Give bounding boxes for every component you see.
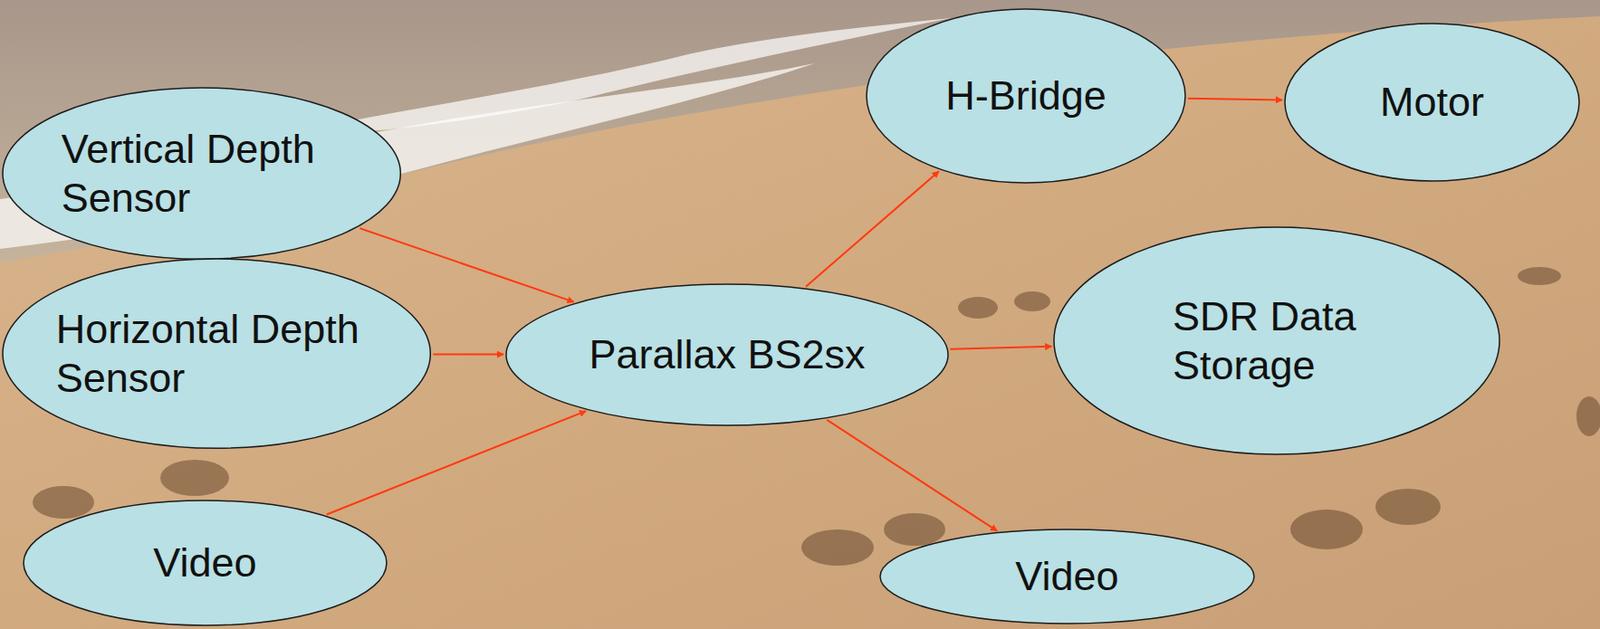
arrow-connector (805, 171, 939, 287)
ellipse-node: Motor (1283, 22, 1581, 183)
ellipse-outline (1, 86, 402, 260)
ellipse-shape (1284, 23, 1580, 182)
arrow-connector (432, 353, 504, 355)
node-label: Parallax BS2sx (588, 330, 865, 380)
text-holder: Video (1015, 552, 1119, 602)
ellipse-node: Horizontal Depth Sensor (1, 258, 432, 450)
text-holder: Horizontal Depth Sensor (56, 305, 378, 403)
ellipse-outline (1, 258, 432, 450)
node-label: Video (153, 538, 257, 588)
text-holder: Motor (1379, 77, 1485, 127)
node-label: Motor (1379, 77, 1485, 127)
node-label: Vertical Depth Sensor (61, 124, 343, 223)
arrow-connector (826, 420, 997, 532)
ellipse-shape (23, 500, 387, 626)
ellipse-node: H-Bridge (865, 8, 1187, 184)
node-label: Horizontal Depth Sensor (56, 305, 378, 403)
text-holder: SDR Data Storage (1172, 292, 1381, 391)
node-label: Video (1015, 552, 1119, 602)
ellipse-outline (1053, 226, 1501, 456)
ellipse-shape (2, 87, 401, 259)
text-holder: Parallax BS2sx (588, 330, 865, 380)
node-label: SDR Data Storage (1172, 292, 1381, 391)
text-holder: H-Bridge (945, 71, 1107, 121)
arrow-connector (326, 411, 586, 515)
arrow-connector (1188, 98, 1283, 101)
node-label: H-Bridge (945, 71, 1107, 121)
ellipse-shape (506, 284, 949, 426)
ellipse-shape (866, 9, 1186, 183)
ellipse-node: Vertical Depth Sensor (1, 86, 402, 260)
text-holder: Video (153, 538, 257, 588)
ellipse-shape (1053, 227, 1500, 455)
arrow-connector (949, 346, 1052, 350)
ellipse-node: Parallax BS2sx (505, 283, 949, 427)
ellipse-node: Video (22, 499, 388, 627)
ellipse-node: SDR Data Storage (1053, 226, 1501, 456)
ellipse-shape (880, 529, 1255, 624)
text-holder: Vertical Depth Sensor (61, 124, 343, 223)
ellipse-node: Video (879, 528, 1256, 625)
arrow-connector (359, 228, 574, 302)
ellipse-shape (2, 258, 431, 449)
